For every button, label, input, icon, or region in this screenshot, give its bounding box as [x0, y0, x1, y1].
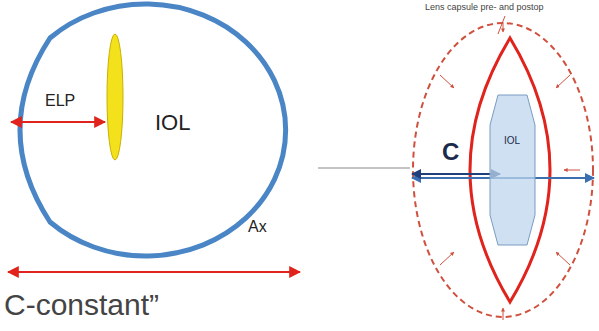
axial-length-label: Ax — [248, 218, 267, 236]
shrink-arrow — [440, 75, 454, 88]
elp-label: ELP — [45, 92, 75, 110]
postop-capsule — [470, 38, 550, 302]
shrink-arrow — [564, 170, 580, 171]
shrink-arrow — [556, 252, 570, 265]
eye-outline: ELP IOL Ax — [5, 0, 315, 262]
iol-label: IOL — [504, 135, 520, 147]
axial-length-arrow — [8, 271, 300, 273]
iol-implant-shape — [490, 95, 535, 245]
elp-arrow — [11, 121, 105, 123]
shrink-arrow — [503, 308, 504, 320]
iol-label: IOL — [155, 110, 190, 135]
c-constant-label: C — [442, 138, 459, 166]
intraocular-lens — [107, 34, 123, 160]
capsule-caption: Lens capsule pre- and postop — [425, 2, 544, 12]
iol-implant: IOL — [490, 95, 535, 245]
shrink-arrow — [503, 22, 504, 32]
connector-line — [318, 168, 410, 169]
cornea-notch — [38, 150, 46, 158]
shrink-arrow — [440, 252, 454, 265]
eye-globe — [20, 4, 286, 256]
leader-line — [498, 16, 505, 34]
shrink-arrow — [556, 75, 570, 88]
capsule-outline: C IOL — [410, 20, 596, 320]
iol-shape — [490, 95, 535, 245]
preop-capsule — [413, 23, 593, 317]
title: C-constant” — [4, 288, 159, 323]
c-arrow — [412, 173, 500, 175]
